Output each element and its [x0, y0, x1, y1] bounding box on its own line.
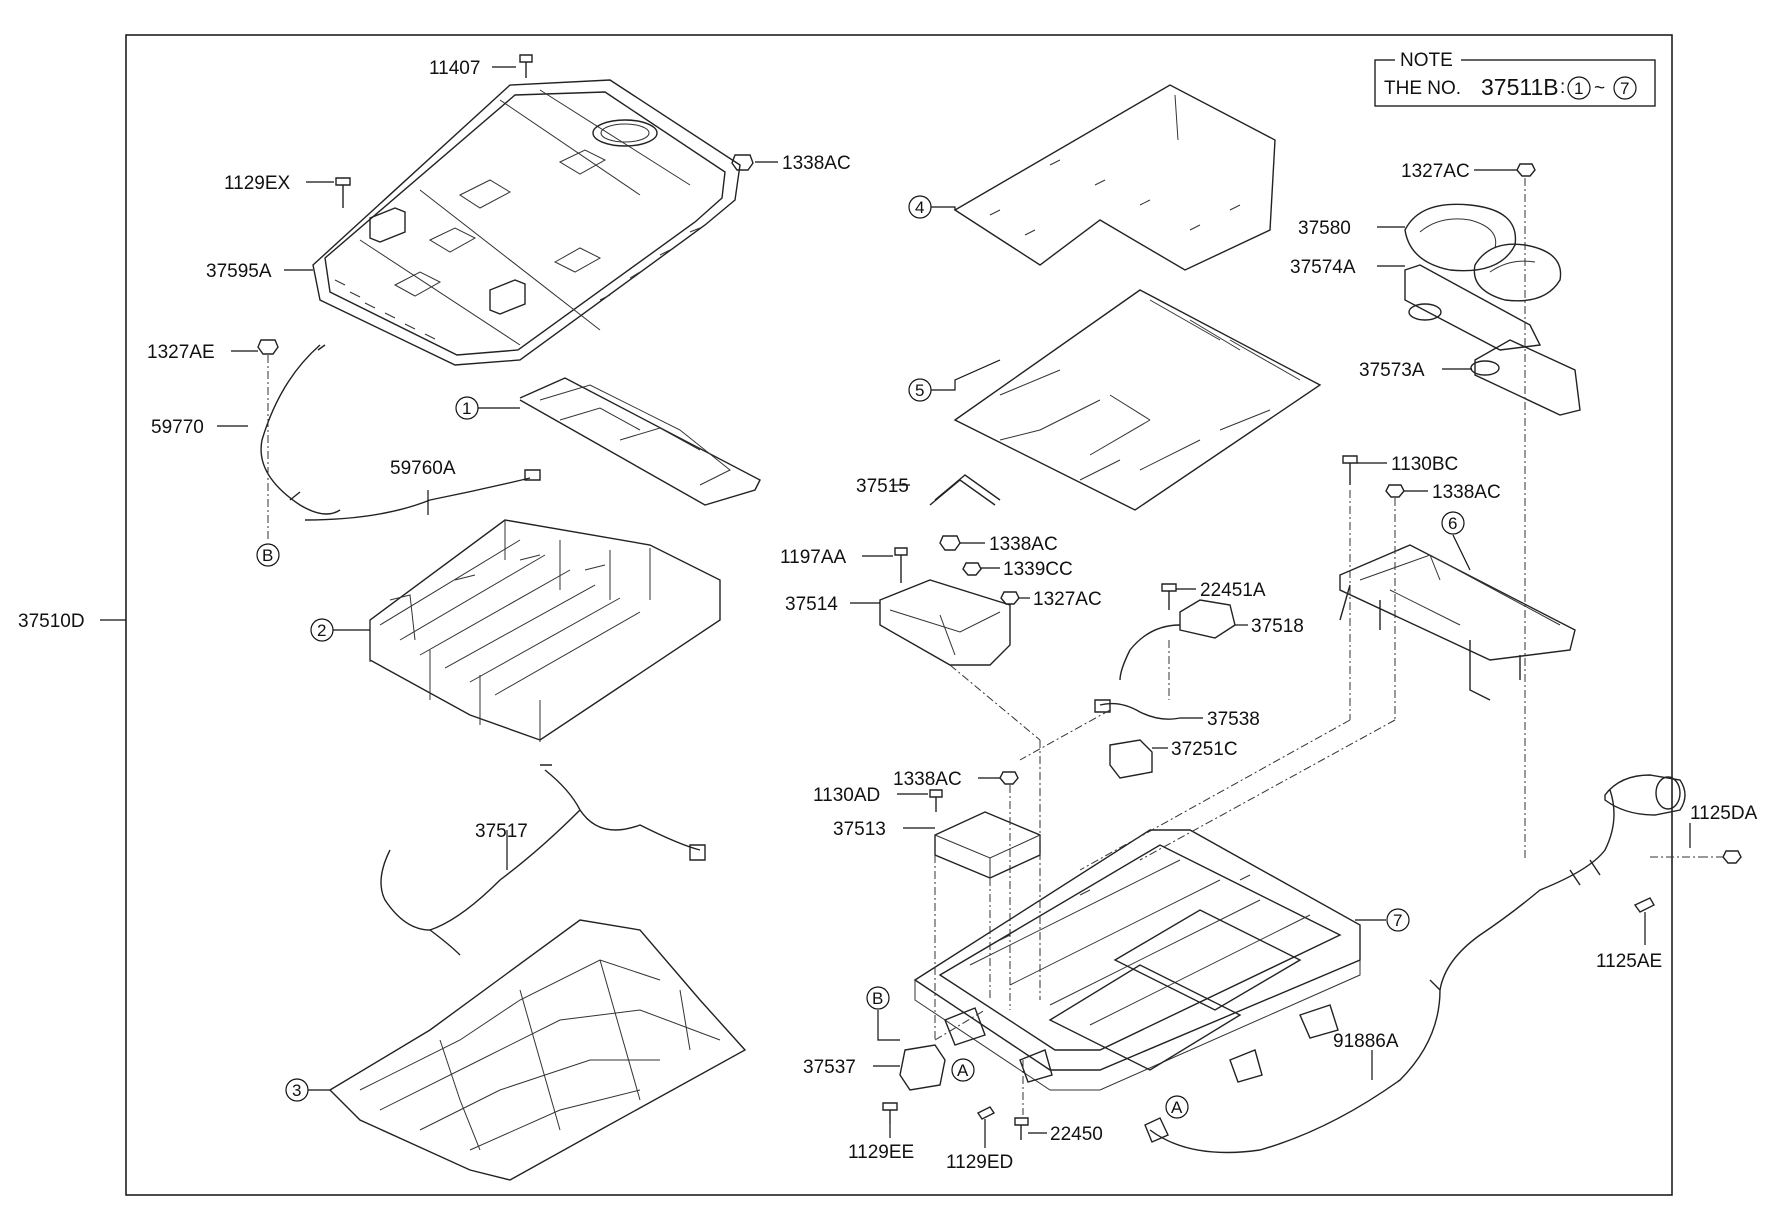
- label-37514: 37514: [785, 594, 838, 615]
- note-part-number: 37511B: [1481, 74, 1559, 100]
- part-labels: 11407 1129EX 1338AC 37595A 1327AE 59770 …: [18, 58, 1758, 1173]
- diagram-border: [125, 34, 1673, 1196]
- label-22451a: 22451A: [1200, 580, 1266, 601]
- part-6-bracket: [1339, 544, 1576, 701]
- part-7-lower-tray: [913, 829, 1361, 1091]
- part-1-plate: [519, 377, 761, 506]
- callout-2: 2: [310, 618, 334, 642]
- label-1327ae: 1327AE: [147, 342, 215, 363]
- label-37518: 37518: [1251, 616, 1304, 637]
- ref-b-2-label: B: [872, 989, 883, 1008]
- label-37517: 37517: [475, 821, 528, 842]
- note-prefix: THE NO.: [1384, 78, 1461, 99]
- callout-3-label: 3: [292, 1081, 301, 1100]
- label-1338ac-low: 1338AC: [893, 769, 962, 790]
- bracket-37573a: [1470, 339, 1581, 416]
- ref-b-1-label: B: [262, 546, 273, 565]
- label-1338ac-top: 1338AC: [782, 153, 851, 174]
- leader-lines: [100, 66, 1691, 1148]
- label-1125ae: 1125AE: [1596, 951, 1662, 972]
- label-37574a: 37574A: [1290, 257, 1356, 278]
- callout-6: 6: [1441, 511, 1465, 535]
- label-59770: 59770: [151, 417, 204, 438]
- label-59760a: 59760A: [390, 458, 456, 479]
- callout-1-label: 1: [462, 399, 471, 418]
- label-37515: 37515: [856, 476, 909, 497]
- label-1125da: 1125DA: [1690, 803, 1758, 824]
- callout-4-label: 4: [915, 198, 924, 217]
- callout-4: 4: [908, 195, 932, 219]
- part-5-busbar-plate: [953, 289, 1322, 511]
- label-1339cc: 1339CC: [1003, 559, 1073, 580]
- ref-a-circle-1: A: [951, 1058, 975, 1082]
- label-37538: 37538: [1207, 709, 1260, 730]
- ref-a-1-label: A: [957, 1061, 969, 1080]
- label-37595a: 37595A: [206, 261, 272, 282]
- label-1129ed: 1129ED: [946, 1152, 1013, 1173]
- part-2-battery-modules: [369, 519, 721, 742]
- label-37573a: 37573A: [1359, 360, 1425, 381]
- callout-3: 3: [285, 1078, 309, 1102]
- label-1327ac-mid: 1327AC: [1033, 589, 1102, 610]
- note-range-end: 7: [1620, 79, 1629, 98]
- callout-7: 7: [1386, 908, 1410, 932]
- label-1130ad: 1130AD: [813, 785, 880, 806]
- sensor-37518: [1119, 599, 1236, 681]
- note-title: NOTE: [1400, 50, 1453, 71]
- controller-37513: [934, 811, 1041, 879]
- note-colon: :: [1560, 77, 1565, 98]
- label-37510d: 37510D: [18, 611, 85, 632]
- label-37513: 37513: [833, 819, 886, 840]
- callout-5-label: 5: [915, 381, 924, 400]
- label-1130bc: 1130BC: [1391, 454, 1458, 475]
- bracket-37574a: [1404, 264, 1542, 351]
- label-22450: 22450: [1050, 1124, 1103, 1145]
- label-1129ee: 1129EE: [848, 1142, 914, 1163]
- part-3-wiring-harness: [328, 919, 747, 1181]
- label-91886a: 91886A: [1333, 1031, 1399, 1052]
- label-1338ac-right: 1338AC: [1432, 482, 1501, 503]
- callout-7-label: 7: [1393, 911, 1402, 930]
- module-37514: [879, 579, 1011, 666]
- dashed-centerlines: [267, 178, 1723, 1115]
- callout-6-label: 6: [1448, 514, 1457, 533]
- part-4-plate: [953, 84, 1276, 271]
- label-37580: 37580: [1298, 218, 1351, 239]
- note-range-start: 1: [1574, 79, 1583, 98]
- relay-assembly-37580: [1404, 203, 1562, 302]
- label-1338ac-mid: 1338AC: [989, 534, 1058, 555]
- note-box: NOTE THE NO. 37511B : 1 ~ 7: [1374, 50, 1656, 107]
- label-1327ac-top: 1327AC: [1401, 161, 1470, 182]
- harness-91886a: [1144, 789, 1615, 1154]
- ref-a-2-label: A: [1171, 1098, 1183, 1117]
- ref-a-circle-2: A: [1165, 1095, 1189, 1119]
- label-11407: 11407: [429, 58, 480, 79]
- ref-b-circle-2: B: [866, 986, 890, 1010]
- note-tilde: ~: [1594, 78, 1605, 99]
- label-37537: 37537: [803, 1057, 856, 1078]
- callout-1: 1: [455, 396, 479, 420]
- callout-2-label: 2: [317, 621, 326, 640]
- ref-b-circle-1: B: [256, 543, 280, 567]
- callout-5: 5: [908, 378, 932, 402]
- label-1197aa: 1197AA: [780, 547, 847, 568]
- label-1129ex: 1129EX: [224, 173, 291, 194]
- upper-cover-37595a: [312, 79, 741, 366]
- label-37251c: 37251C: [1171, 739, 1238, 760]
- harness-37517: [380, 764, 706, 956]
